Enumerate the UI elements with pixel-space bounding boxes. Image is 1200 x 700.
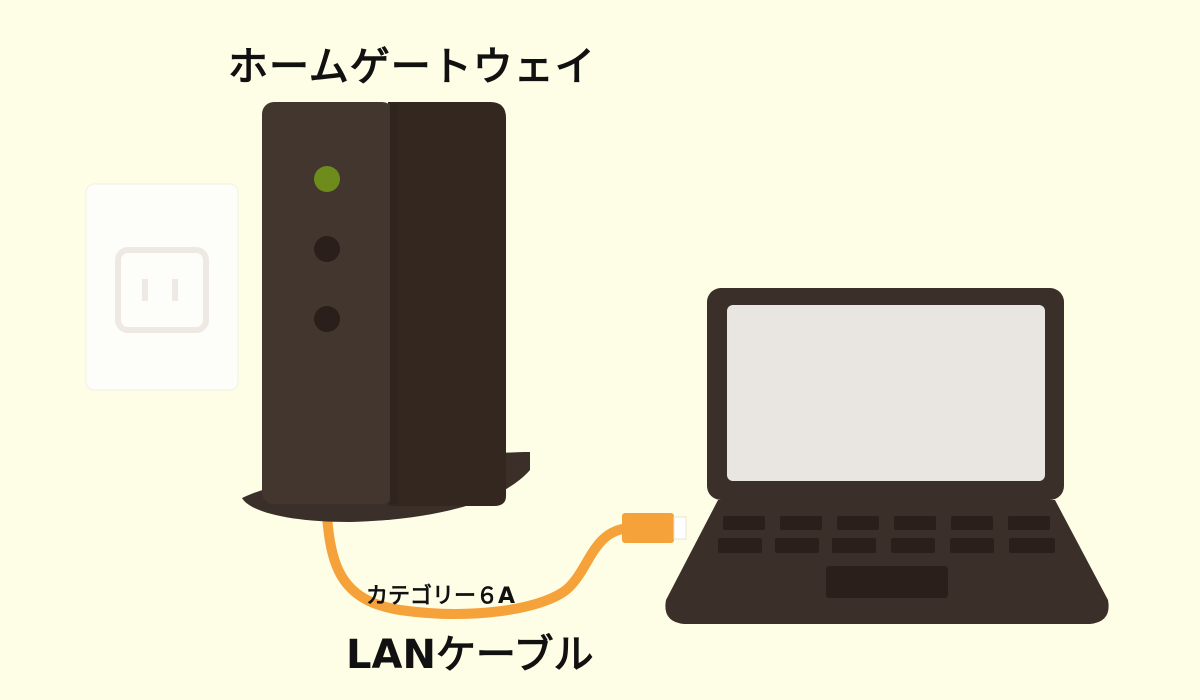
lan-cable-icon [321,499,687,619]
status-led-green [314,166,340,192]
laptop-icon [665,288,1109,624]
wall-outlet-icon [85,183,239,391]
status-led [314,236,340,262]
cable-name-label: LANケーブル [346,632,594,678]
home-gateway-icon [242,102,530,522]
gateway-title: ホームゲートウェイ [228,44,596,90]
status-led [314,306,340,332]
cable-category-label: カテゴリー６A [366,584,516,609]
